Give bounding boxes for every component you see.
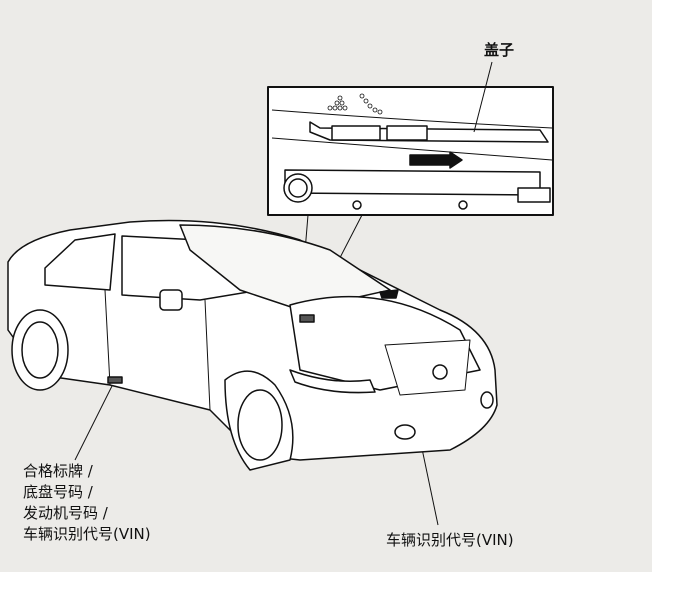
windshield-vin-label: 车辆识别代号(VIN)	[386, 531, 514, 549]
left-callout-label: 合格标牌 / 底盘号码 / 发动机号码 / 车辆识别代号(VIN)	[23, 461, 151, 545]
chassis-number-label: 底盘号码 /	[23, 483, 93, 501]
engine-number-label: 发动机号码 /	[23, 504, 108, 522]
inset-detail	[267, 86, 554, 216]
car-body	[7, 219, 498, 471]
cover-label: 盖子	[484, 41, 515, 59]
vin-label: 车辆识别代号(VIN)	[23, 525, 151, 543]
certification-plate-label: 合格标牌 /	[23, 462, 93, 480]
